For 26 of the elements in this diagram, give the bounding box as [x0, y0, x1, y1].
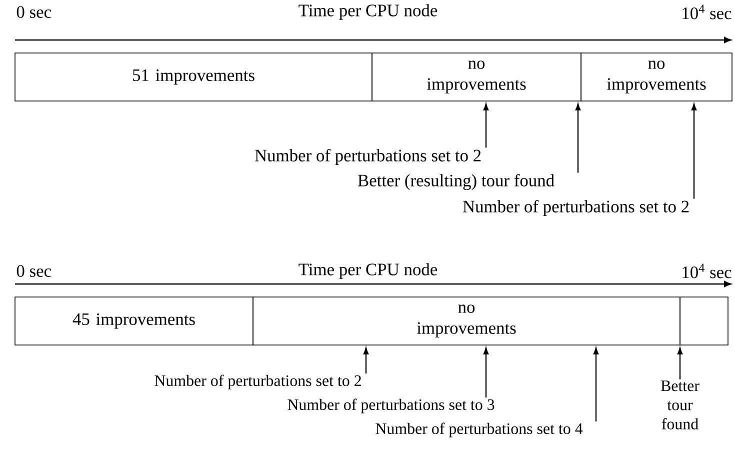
annotation: Number of perturbations set to 2: [154, 374, 361, 390]
timeline-segment: [680, 296, 728, 346]
timeline-segment: no improvements: [372, 52, 582, 102]
arrow: [691, 104, 697, 199]
annotation: Number of perturbations set to 3: [288, 398, 494, 414]
arrow: [575, 104, 581, 173]
timeline-segment: 51 improvements: [14, 52, 372, 102]
axis-label: 0 sec: [16, 265, 51, 277]
annotation: Better tour found: [660, 380, 700, 430]
annotation: Better (resulting) tour found: [358, 174, 554, 190]
annotation: Number of perturbations set to 4: [376, 422, 583, 438]
arrow: [483, 104, 489, 148]
arrow: [593, 348, 599, 422]
annotation: Number of perturbations set to 2: [254, 149, 481, 165]
timeline-segment: no improvements: [252, 296, 680, 346]
arrow: [677, 348, 683, 380]
axis-label: 10$^{4}$ sec: [682, 264, 732, 278]
axis-label: Time per CPU node: [298, 4, 438, 20]
arrow: [483, 348, 489, 398]
axis-label: 10$^{4}$ sec: [682, 4, 732, 20]
arrow: [363, 348, 369, 374]
timeline-segment: no improvements: [580, 52, 732, 102]
annotation: Number of perturbations set to 2: [462, 200, 689, 216]
axis-label: 0 sec: [16, 6, 51, 18]
axis-label: Time per CPU node: [298, 263, 438, 279]
timeline-segment: 45 improvements: [14, 296, 254, 346]
